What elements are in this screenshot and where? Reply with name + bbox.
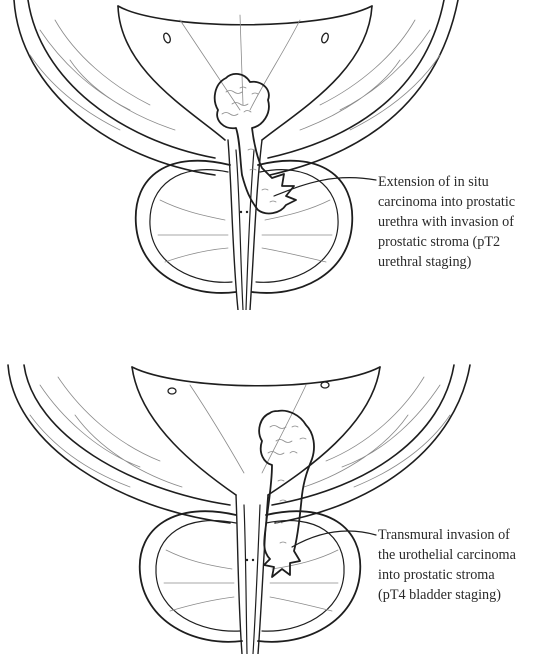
diagram-panel-top: Extension of in situ carcinoma into pros…: [0, 0, 555, 310]
bladder-wall-texture-left: [30, 377, 182, 487]
bladder-wall-texture-right: [300, 20, 440, 130]
prostate-stroma-texture: [158, 200, 332, 262]
prostate-capsule-right: [256, 170, 338, 283]
verumontanum-dot-left: [240, 211, 242, 213]
caption-top: Extension of in situ carcinoma into pros…: [378, 172, 553, 272]
verumontanum-dot-right: [246, 211, 248, 213]
bladder-lumen-left: [118, 6, 225, 140]
bladder-lumen-texture: [180, 15, 300, 110]
bladder-lumen-left: [132, 367, 236, 495]
bladder-lumen-top: [132, 367, 380, 386]
bladder-inner-wall-left: [28, 0, 215, 158]
diagram-panel-bottom: Transmural invasion of the urothelial ca…: [0, 355, 555, 654]
verumontanum-dot-right: [252, 559, 254, 561]
ureteric-orifice-right: [321, 382, 329, 388]
caption-bottom: Transmural invasion of the urothelial ca…: [378, 525, 553, 605]
bladder-lumen-right: [262, 6, 372, 140]
prostate-left-lobe: [136, 161, 236, 293]
ureteric-orifice-left: [168, 388, 176, 394]
bladder-wall-texture-right: [304, 377, 450, 487]
tumor-transmural-invasion: [259, 411, 314, 577]
verumontanum-dot-left: [246, 559, 248, 561]
bladder-wall-texture-left: [30, 20, 175, 130]
bladder-inner-wall-left: [24, 365, 230, 505]
bladder-prostate-illustration-bottom: [0, 355, 555, 654]
ureteric-orifice-right: [320, 32, 329, 43]
ureteric-orifice-left: [162, 32, 171, 43]
bladder-inner-wall-right: [268, 0, 444, 158]
tumor-texture: [268, 426, 306, 544]
bladder-lumen-texture: [190, 385, 306, 473]
prostate-right-lobe: [252, 161, 352, 293]
bladder-outer-wall-left: [14, 0, 215, 175]
urethra-lumen: [244, 505, 260, 654]
prostatic-urethra: [236, 495, 268, 654]
prostatic-urethra: [228, 140, 262, 310]
bladder-outer-wall-right: [270, 0, 458, 175]
bladder-inner-wall-right: [272, 365, 454, 505]
prostate-capsule-left: [150, 170, 232, 283]
prostate-capsule-left: [156, 521, 240, 632]
bladder-lumen-top: [118, 6, 372, 25]
prostate-stroma-texture: [164, 550, 338, 611]
